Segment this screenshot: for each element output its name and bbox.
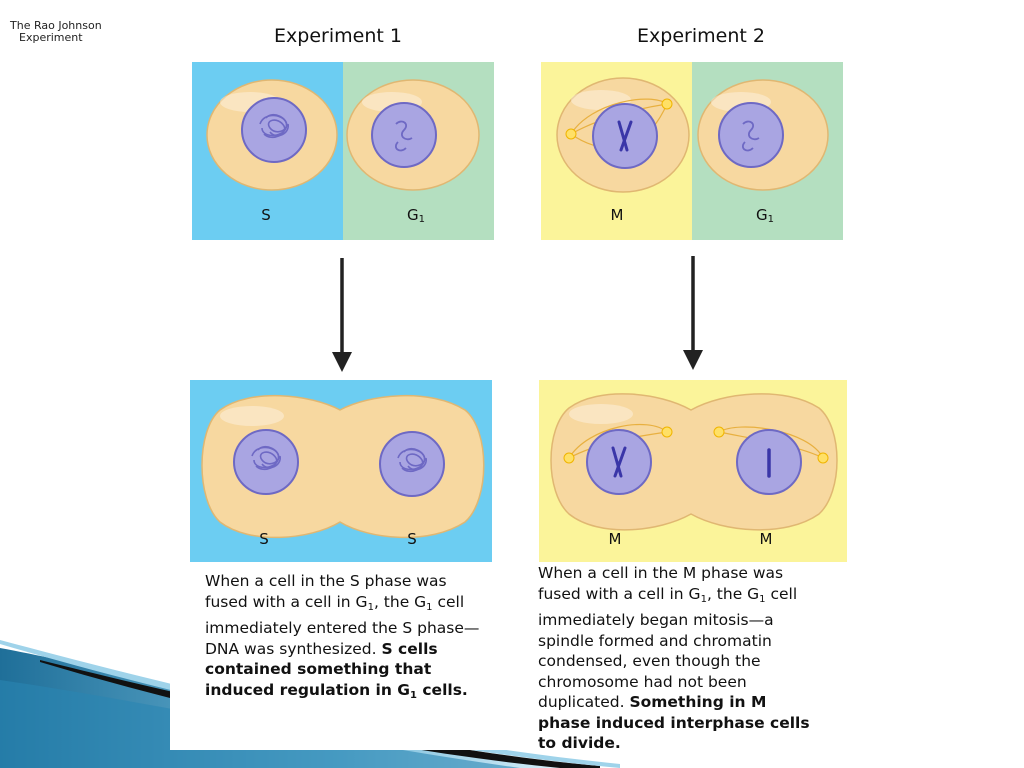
experiment1-title: Experiment 1 — [274, 25, 402, 47]
label-g1: G1 — [407, 206, 425, 225]
caption-card — [530, 560, 830, 750]
centrosome — [817, 452, 829, 464]
chromatin — [741, 120, 760, 152]
label-s: S — [407, 530, 417, 548]
label-m: M — [759, 530, 773, 548]
nucleus — [718, 102, 784, 168]
nucleus — [379, 431, 445, 497]
label-g1: G1 — [756, 206, 774, 225]
label-m: M — [608, 530, 622, 548]
chromatin-tangle — [259, 113, 289, 139]
centrosome — [713, 426, 725, 438]
slide-title: The Rao Johnson Experiment — [10, 20, 130, 44]
label-s: S — [259, 530, 269, 548]
down-arrow — [683, 256, 703, 370]
decorative-swoosh — [0, 640, 620, 768]
experiment2-title: Experiment 2 — [637, 25, 765, 47]
slide-title-line2: Experiment — [19, 31, 83, 44]
chromatin-tangle — [251, 445, 281, 471]
centrosome — [563, 452, 575, 464]
label-m: M — [610, 206, 624, 224]
down-arrow — [332, 258, 352, 372]
chromatin-tangle — [397, 447, 427, 473]
experiment2-caption: When a cell in the M phase was fused wit… — [538, 564, 810, 752]
experiment1-before-panel — [192, 62, 494, 240]
condensed-chromosome — [611, 446, 627, 478]
label-s: S — [261, 206, 271, 224]
experiment2-before-panel — [541, 62, 843, 240]
caption-card — [170, 560, 530, 750]
chromatin — [394, 120, 413, 152]
centrosome — [565, 128, 577, 140]
slide-title-line1: The Rao Johnson — [10, 19, 102, 32]
experiment1-after-panel — [190, 380, 492, 562]
nucleus — [233, 429, 299, 495]
centrosome — [661, 426, 673, 438]
condensed-chromosome — [617, 120, 633, 152]
nucleus — [371, 102, 437, 168]
nucleus — [241, 97, 307, 163]
fused-cell — [550, 393, 838, 531]
experiment1-caption: When a cell in the S phase was fused wit… — [205, 572, 480, 701]
experiment2-after-panel — [539, 380, 847, 562]
centrosome — [661, 98, 673, 110]
